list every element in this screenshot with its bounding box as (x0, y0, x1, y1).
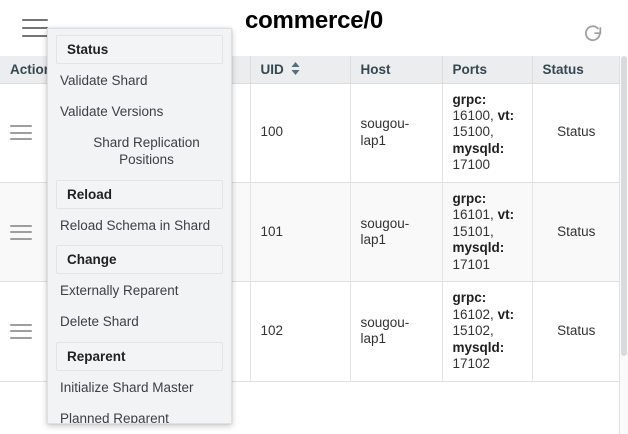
ports-vt-label: vt: (497, 207, 515, 223)
ports-mysqld-value: 17101 (452, 256, 491, 272)
cell-uid: 102 (250, 281, 351, 382)
shard-actions-menu[interactable]: Status Validate Shard Validate Versions … (47, 28, 232, 424)
row-menu-icon[interactable] (10, 323, 32, 339)
ports-mysqld-label: mysqld: (452, 240, 505, 256)
ports-vt-value: 15100, (452, 124, 494, 140)
ports-grpc-value: 16101, (452, 207, 494, 223)
menu-item-validate-shard[interactable]: Validate Shard (60, 73, 148, 88)
menu-section-header-change: Change (56, 245, 223, 275)
row-menu-icon[interactable] (10, 125, 32, 141)
row-menu-line (10, 336, 32, 339)
column-header-uid-label: UID (260, 62, 284, 78)
row-menu-icon[interactable] (10, 224, 32, 240)
ports-vt-label: vt: (497, 107, 515, 123)
ports-vt-value: 15101, (452, 223, 494, 239)
row-menu-line (10, 231, 32, 234)
hamburger-line (22, 27, 48, 29)
column-header-ports[interactable]: Ports (442, 56, 533, 84)
hamburger-line (22, 19, 48, 21)
sort-arrows-icon[interactable] (291, 62, 300, 78)
row-menu-line (10, 131, 32, 134)
menu-section-header-reparent: Reparent (56, 342, 223, 372)
row-menu-line (10, 125, 32, 128)
row-menu-line (10, 237, 32, 240)
menu-section-header-status: Status (56, 35, 223, 64)
column-header-status[interactable]: Status (532, 56, 620, 84)
row-menu-line (10, 224, 32, 227)
menu-item-shard-replication-positions[interactable]: Shard Replication Positions (93, 134, 200, 167)
cell-uid: 100 (250, 83, 351, 183)
menu-item-validate-versions[interactable]: Validate Versions (60, 103, 164, 119)
menu-item-planned-reparent[interactable]: Planned Reparent (60, 411, 169, 424)
cell-uid: 101 (250, 182, 351, 283)
refresh-icon[interactable] (582, 22, 604, 44)
ports-grpc-label: grpc: (452, 91, 487, 107)
ports-grpc-value: 16102, (452, 306, 494, 322)
cell-host: sougou-lap1 (350, 182, 443, 283)
ports-mysqld-value: 17102 (452, 356, 491, 372)
row-menu-line (10, 138, 32, 141)
column-header-uid[interactable]: UID (250, 56, 351, 84)
menu-item-externally-reparent[interactable]: Externally Reparent (60, 283, 179, 299)
page-title: commerce/0 (244, 7, 384, 34)
cell-status[interactable]: Status (532, 182, 620, 283)
ports-mysqld-label: mysqld: (452, 339, 505, 355)
menu-item-reload-schema-in-shard[interactable]: Reload Schema in Shard (60, 217, 211, 233)
cell-host: sougou-lap1 (350, 83, 443, 183)
ports-vt-label: vt: (497, 306, 515, 322)
ports-grpc-label: grpc: (452, 290, 487, 306)
vertical-scrollbar[interactable] (619, 56, 628, 434)
hamburger-icon[interactable] (22, 19, 48, 37)
cell-host: sougou-lap1 (350, 281, 443, 382)
cell-ports: grpc: 16102, vt: 15102, mysqld: 17102 (442, 281, 533, 382)
cell-ports: grpc: 16100, vt: 15100, mysqld: 17100 (442, 83, 533, 183)
cell-status[interactable]: Status (532, 83, 620, 183)
scrollbar-thumb[interactable] (621, 56, 627, 356)
menu-item-initialize-shard-master[interactable]: Initialize Shard Master (60, 380, 194, 396)
ports-mysqld-value: 17100 (452, 157, 491, 173)
row-menu-line (10, 323, 32, 326)
cell-ports: grpc: 16101, vt: 15101, mysqld: 17101 (442, 182, 533, 283)
hamburger-line (22, 35, 48, 37)
ports-mysqld-label: mysqld: (452, 140, 505, 156)
column-header-host[interactable]: Host (350, 56, 443, 84)
ports-vt-value: 15102, (452, 323, 494, 339)
row-menu-line (10, 330, 32, 333)
menu-section-header-reload: Reload (56, 179, 223, 209)
ports-grpc-value: 16100, (452, 107, 494, 123)
menu-item-delete-shard[interactable]: Delete Shard (60, 314, 139, 330)
ports-grpc-label: grpc: (452, 190, 487, 206)
menu-divider (48, 176, 231, 180)
cell-status[interactable]: Status (532, 281, 620, 382)
